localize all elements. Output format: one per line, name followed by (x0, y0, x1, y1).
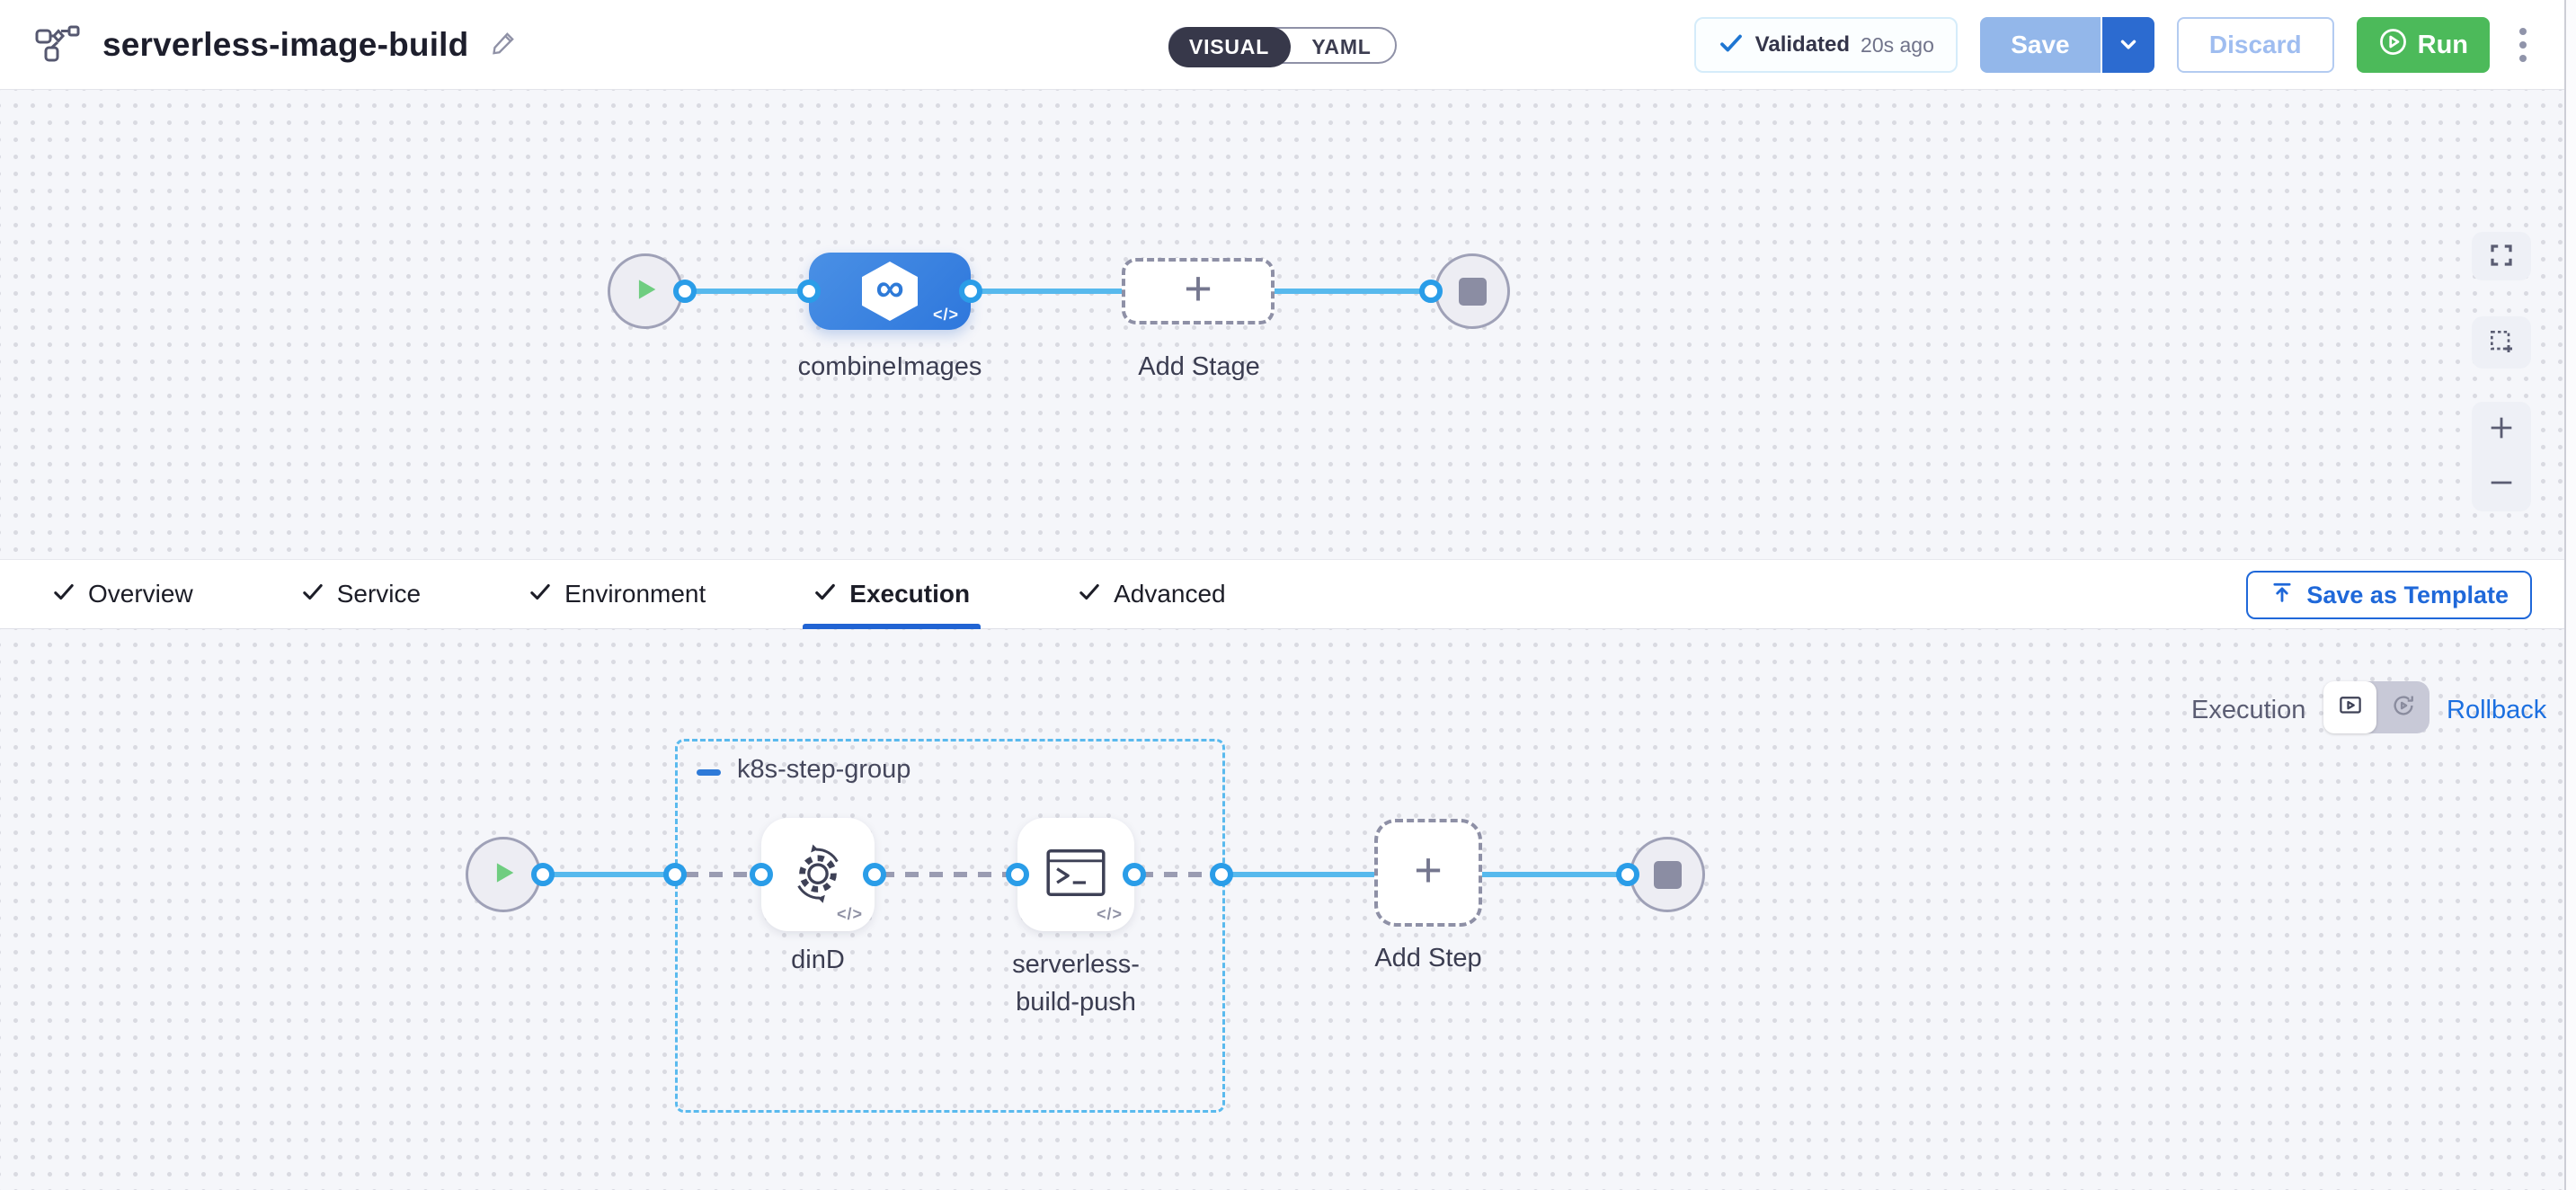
infinity-icon: ∞ (875, 269, 903, 308)
save-options-button[interactable] (2101, 17, 2154, 73)
port (750, 863, 773, 886)
zoom-out-button[interactable] (2472, 457, 2531, 511)
play-circle-icon (2378, 27, 2408, 64)
gear-sync-icon (786, 840, 850, 910)
connector-line (543, 872, 678, 877)
check-icon (529, 580, 552, 609)
port (863, 863, 886, 886)
play-icon (630, 274, 661, 309)
execution-view-button[interactable] (2323, 681, 2376, 733)
execution-end-node (1630, 837, 1705, 912)
port (959, 280, 982, 303)
tab-visual[interactable]: VISUAL (1168, 27, 1291, 67)
validated-label: Validated (1755, 32, 1850, 58)
plus-icon: + (1184, 264, 1212, 313)
add-stage-label: Add Stage (1064, 352, 1334, 382)
tab-environment[interactable]: Environment (518, 559, 716, 629)
rollback-view-icon (2390, 692, 2417, 724)
step-node-dind[interactable]: </> (761, 818, 875, 931)
zoom-in-icon (2486, 413, 2517, 446)
execution-view-icon (2337, 692, 2364, 724)
tab-overview[interactable]: Overview (41, 559, 204, 629)
check-icon (52, 580, 76, 609)
discard-button[interactable]: Discard (2177, 17, 2334, 73)
marquee-icon (2487, 327, 2516, 359)
step-group-container[interactable] (675, 739, 1225, 1113)
check-icon (1718, 30, 1745, 61)
fullscreen-icon (2488, 242, 2515, 271)
execution-canvas: Execution Rollback k8s-step-group (0, 629, 2564, 1190)
stop-icon (1654, 861, 1682, 889)
collapse-group-icon[interactable] (697, 769, 721, 776)
validated-badge[interactable]: Validated 20s ago (1694, 17, 1958, 73)
check-icon (813, 580, 837, 609)
execution-mode-label: Execution (2191, 696, 2305, 725)
port (797, 280, 821, 303)
ci-hexagon-icon: ∞ (862, 262, 918, 321)
stage-connector-line (673, 289, 1431, 294)
stop-icon (1459, 278, 1487, 306)
pipeline-icon (34, 21, 81, 70)
stage-config-tabs: Overview Service Environment Execution A… (0, 559, 2564, 629)
port (673, 280, 697, 303)
add-stage-button[interactable]: + (1122, 258, 1275, 324)
code-icon: </> (1097, 905, 1123, 924)
connector-line (1479, 872, 1630, 877)
rollback-link[interactable]: Rollback (2447, 696, 2546, 725)
check-icon (1078, 580, 1101, 609)
code-icon: </> (933, 306, 959, 324)
zoom-out-icon (2486, 467, 2517, 501)
port (1006, 863, 1029, 886)
rollback-view-button[interactable] (2376, 681, 2429, 733)
zoom-in-button[interactable] (2472, 402, 2531, 457)
chevron-down-icon (2117, 32, 2140, 58)
run-button[interactable]: Run (2357, 17, 2490, 73)
execution-start-node (466, 837, 541, 912)
port (1123, 863, 1146, 886)
check-icon (301, 580, 324, 609)
save-as-template-button[interactable]: Save as Template (2246, 571, 2532, 619)
visual-yaml-toggle: VISUAL YAML (1168, 27, 1397, 64)
code-icon: </> (837, 905, 863, 924)
save-button[interactable]: Save (1980, 17, 2101, 73)
pipeline-canvas: ∞ </> combineImages + Add Stage (0, 90, 2564, 559)
stage-node-combineimages[interactable]: ∞ </> (809, 253, 971, 330)
execution-rollback-toggle (2323, 681, 2429, 733)
save-split-button: Save (1980, 17, 2154, 73)
tab-advanced[interactable]: Advanced (1067, 559, 1237, 629)
tab-yaml[interactable]: YAML (1289, 29, 1395, 66)
port (1616, 863, 1639, 886)
vertical-scrollbar[interactable] (2564, 0, 2576, 1190)
fullscreen-button[interactable] (2472, 232, 2531, 280)
upload-icon (2270, 580, 2295, 611)
terminal-icon (1046, 848, 1106, 901)
add-step-label: Add Step (1293, 944, 1563, 973)
pipeline-start-node (608, 253, 683, 329)
connector-line (1221, 872, 1376, 877)
zoom-controls (2472, 402, 2531, 511)
step-group-name: k8s-step-group (737, 755, 910, 785)
tab-execution[interactable]: Execution (803, 559, 981, 629)
port (1419, 280, 1443, 303)
port (531, 863, 555, 886)
pipeline-end-node (1435, 253, 1510, 329)
step-node-serverless-build-push[interactable]: </> (1017, 818, 1134, 931)
validated-time: 20s ago (1861, 33, 1934, 58)
kebab-menu-icon[interactable] (2512, 21, 2534, 69)
add-step-button[interactable]: + (1374, 819, 1482, 927)
marquee-select-button[interactable] (2472, 316, 2531, 369)
port (1210, 863, 1233, 886)
plus-icon: + (1414, 846, 1443, 894)
port (663, 863, 687, 886)
tab-service[interactable]: Service (290, 559, 431, 629)
stage-label: combineImages (755, 352, 1025, 382)
play-icon (488, 857, 519, 892)
header: serverless-image-build VISUAL YAML Valid… (0, 0, 2564, 90)
page-title: serverless-image-build (102, 26, 468, 64)
edit-icon[interactable] (490, 29, 518, 61)
